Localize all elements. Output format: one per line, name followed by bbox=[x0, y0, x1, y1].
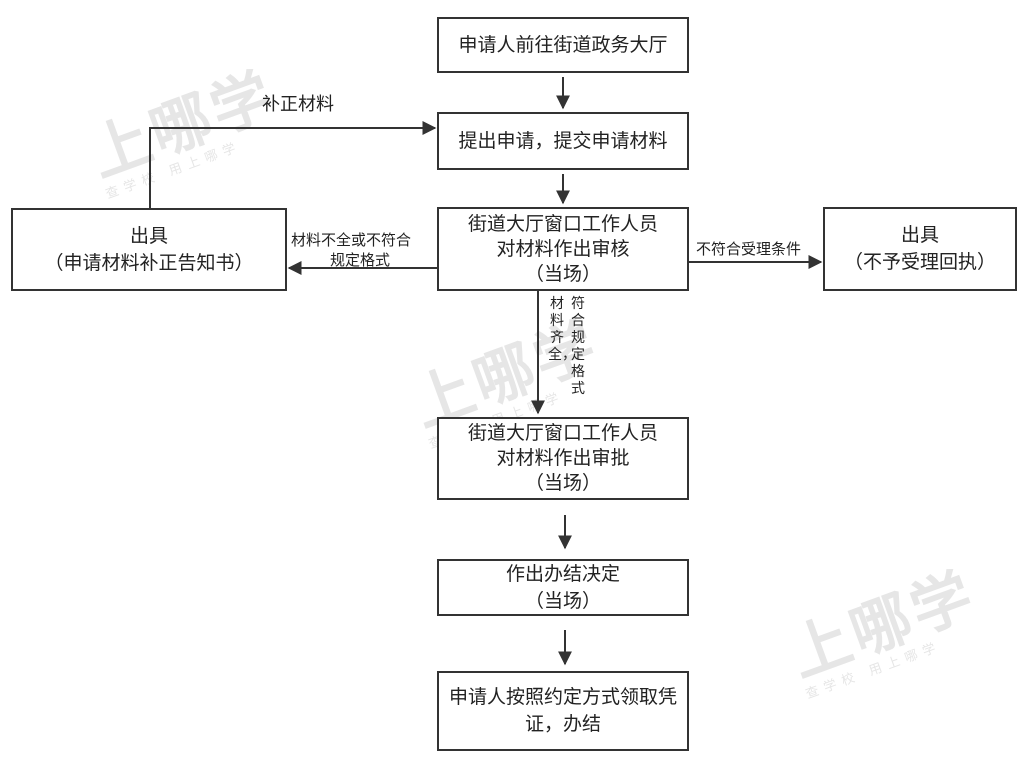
node-rejection-receipt: 出具 （不予受理回执） bbox=[823, 207, 1017, 291]
node-decision: 作出办结决定 （当场） bbox=[437, 559, 689, 616]
node-approval-line: 街道大厅窗口工作人员 bbox=[467, 422, 658, 444]
node-go-to-hall: 申请人前往街道政务大厅 bbox=[437, 17, 689, 73]
node-approval: 街道大厅窗口工作人员 对材料作出审批 （当场） bbox=[437, 417, 689, 500]
node-approval-line: （当场） bbox=[524, 472, 601, 494]
arrow-correction-to-submit bbox=[149, 121, 437, 208]
node-rejection-receipt-line: 出具 bbox=[900, 224, 939, 246]
label-materials-complete: 材料齐全， bbox=[548, 296, 576, 363]
node-review-line: 街道大厅窗口工作人员 bbox=[467, 212, 658, 235]
node-submit-application-text: 提出申请，提交申请材料 bbox=[458, 129, 668, 152]
label-not-meet-conditions: 不符合受理条件 bbox=[696, 240, 802, 258]
label-meets-format: 符合规定格式 bbox=[571, 296, 585, 397]
node-rejection-receipt-line: （不予受理回执） bbox=[843, 251, 996, 273]
node-review-line: （当场） bbox=[524, 262, 601, 285]
node-review: 街道大厅窗口工作人员 对材料作出审核 （当场） bbox=[437, 207, 689, 291]
node-correction-notice-line: （申请材料补正告知书） bbox=[44, 251, 254, 274]
node-decision-line: 作出办结决定 bbox=[505, 562, 620, 585]
node-correction-notice-line: 出具 bbox=[129, 224, 168, 247]
node-go-to-hall-text: 申请人前往街道政务大厅 bbox=[458, 33, 668, 56]
node-collect-certificate-text: 申请人按照约定方式领取凭证，办结 bbox=[448, 686, 677, 735]
label-incomplete-line2: 规定格式 bbox=[330, 251, 391, 269]
node-decision-line: （当场） bbox=[524, 589, 601, 612]
node-review-line: 对材料作出审核 bbox=[496, 237, 630, 260]
node-approval-line: 对材料作出审批 bbox=[496, 447, 630, 469]
node-collect-certificate: 申请人按照约定方式领取凭证，办结 bbox=[437, 671, 689, 751]
node-correction-notice: 出具 （申请材料补正告知书） bbox=[11, 208, 287, 291]
label-incomplete-line1: 材料不全或不符合 bbox=[291, 231, 412, 249]
label-supplement-materials: 补正材料 bbox=[262, 94, 334, 115]
node-submit-application: 提出申请，提交申请材料 bbox=[437, 112, 689, 170]
